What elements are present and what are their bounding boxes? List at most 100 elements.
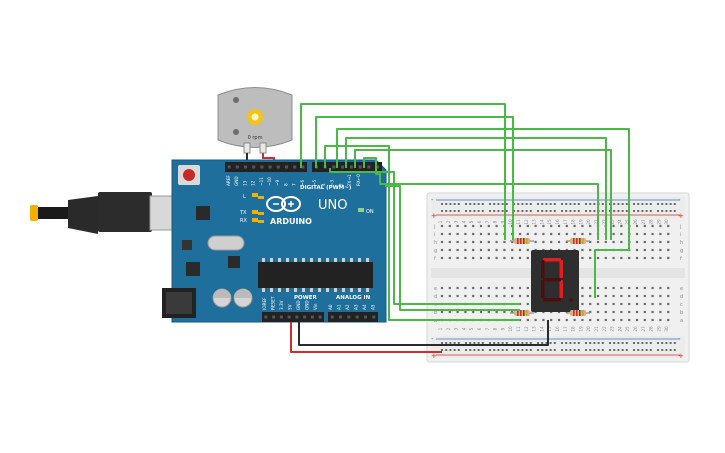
analog-pin-label: A1	[337, 304, 342, 310]
analog-pin-label: A0	[328, 304, 333, 310]
breadboard-column-label: 20	[586, 219, 591, 225]
power-pin-label: GND	[305, 300, 310, 310]
wire-signal[interactable]	[385, 185, 520, 311]
breadboard-row-label: a	[680, 318, 683, 324]
breadboard-column-label: 4	[461, 327, 466, 330]
motor-speed-label: 0 rpm	[248, 135, 263, 141]
digital-pin-label: GND	[234, 176, 239, 186]
analog-pin-label: A3	[354, 304, 359, 310]
breadboard-row-label: b	[680, 310, 683, 316]
digital-pin-label: ~3	[330, 179, 335, 186]
rail-minus-label-bottom-left: -	[431, 335, 434, 343]
digital-pin-label: AREF	[226, 175, 231, 186]
breadboard-column-label: 29	[656, 326, 661, 332]
digital-section-label: DIGITAL (PWM~)	[300, 185, 352, 191]
reset-button-cap[interactable]	[183, 169, 195, 181]
wire-ground[interactable]	[298, 320, 549, 346]
led-rx	[252, 218, 258, 222]
breadboard-column-labels: 1122334455667788991010111112121313141415…	[438, 219, 669, 332]
wire-signal[interactable]	[324, 145, 520, 321]
breadboard-column-label: 2	[446, 327, 451, 330]
breadboard-row-label: c	[680, 302, 683, 308]
rail-plus-label-bottom-right: +	[678, 352, 684, 360]
breadboard-row-label: j	[679, 224, 681, 230]
resistor[interactable]	[510, 238, 534, 244]
breadboard-row-label: h	[434, 240, 437, 246]
breadboard-column-label: 5	[469, 327, 474, 330]
wire-signal[interactable]	[315, 116, 514, 240]
digital-header-high	[225, 162, 307, 172]
breadboard-column-label: 24	[617, 326, 622, 332]
power-pin-label: GND	[296, 300, 301, 310]
breadboard-column-label: 10	[508, 326, 513, 332]
breadboard-column-label: 12	[524, 326, 529, 332]
resistor[interactable]	[566, 310, 590, 316]
digital-pin-label: 13	[242, 180, 247, 186]
breadboard-column-label: 14	[539, 326, 544, 332]
breadboard-column-label: 21	[594, 326, 599, 332]
wire-signal[interactable]	[300, 103, 506, 240]
power-pin-label: IOREF	[262, 297, 267, 310]
arduino-uno-board[interactable]	[162, 159, 387, 323]
breadboard-column-label: 22	[602, 219, 607, 225]
breadboard-column-label: 15	[547, 219, 552, 225]
digital-pin-label: ~6	[300, 179, 305, 186]
analog-pin-label: A5	[371, 304, 376, 310]
breadboard-column-label: 14	[539, 219, 544, 225]
resistor[interactable]	[566, 238, 590, 244]
analog-header	[328, 312, 378, 322]
seven-segment-display[interactable]	[531, 250, 579, 312]
digital-pin-label: 8	[283, 183, 288, 186]
wires[interactable]	[290, 103, 630, 353]
breadboard-column-label: 13	[532, 326, 537, 332]
analog-pin-label: A4	[362, 304, 367, 310]
breadboard-column-label: 29	[656, 219, 661, 225]
breadboard-column-label: 11	[516, 219, 521, 225]
wire-signal[interactable]	[336, 128, 630, 298]
wire-power[interactable]	[290, 322, 442, 353]
segment-e	[541, 280, 545, 298]
breadboard-column-label: 28	[649, 219, 654, 225]
rail-plus-label-top-right: +	[678, 212, 684, 220]
resistor[interactable]	[510, 310, 534, 316]
breadboard-row-label: e	[434, 286, 437, 292]
power-section-label: POWER	[294, 295, 318, 301]
wire-signal[interactable]	[329, 168, 520, 305]
segment-g	[543, 278, 561, 282]
breadboard-column-label: 27	[641, 219, 646, 225]
segment-f	[541, 260, 545, 278]
breadboard-row-label: i	[680, 232, 681, 238]
breadboard-column-label: 18	[571, 219, 576, 225]
dc-motor[interactable]	[217, 87, 293, 154]
digital-pin-label: 2	[338, 183, 343, 186]
breadboard-column-label: 25	[625, 326, 630, 332]
wire-signal[interactable]	[363, 157, 599, 240]
crystal-oscillator	[207, 235, 245, 251]
rail-minus-label-top-right: -	[678, 196, 681, 204]
power-header	[262, 312, 324, 322]
rail-plus-label-top-left: +	[431, 212, 437, 220]
wire-signal[interactable]	[345, 137, 607, 240]
wire-signal[interactable]	[354, 149, 612, 240]
breadboard-column-label: 8	[493, 220, 498, 223]
breadboard-column-label: 20	[586, 326, 591, 332]
breadboard-column-label: 19	[578, 219, 583, 225]
breadboard-column-label: 24	[617, 219, 622, 225]
breadboard-column-label: 15	[547, 326, 552, 332]
segment-c	[559, 280, 563, 298]
breadboard-row-label: f	[434, 256, 436, 262]
arduino-logo	[266, 196, 301, 212]
breadboard-column-label: 1	[438, 220, 443, 223]
breadboard-row-label: i	[434, 232, 435, 238]
breadboard-column-label: 3	[454, 220, 459, 223]
breadboard-column-label: 2	[446, 220, 451, 223]
breadboard-column-label: 17	[563, 219, 568, 225]
resistors	[510, 238, 590, 316]
breadboard-column-label: 4	[461, 220, 466, 223]
breadboard-column-label: 22	[602, 326, 607, 332]
digital-pin-label: ~10	[267, 177, 272, 186]
segment-b	[559, 260, 563, 278]
